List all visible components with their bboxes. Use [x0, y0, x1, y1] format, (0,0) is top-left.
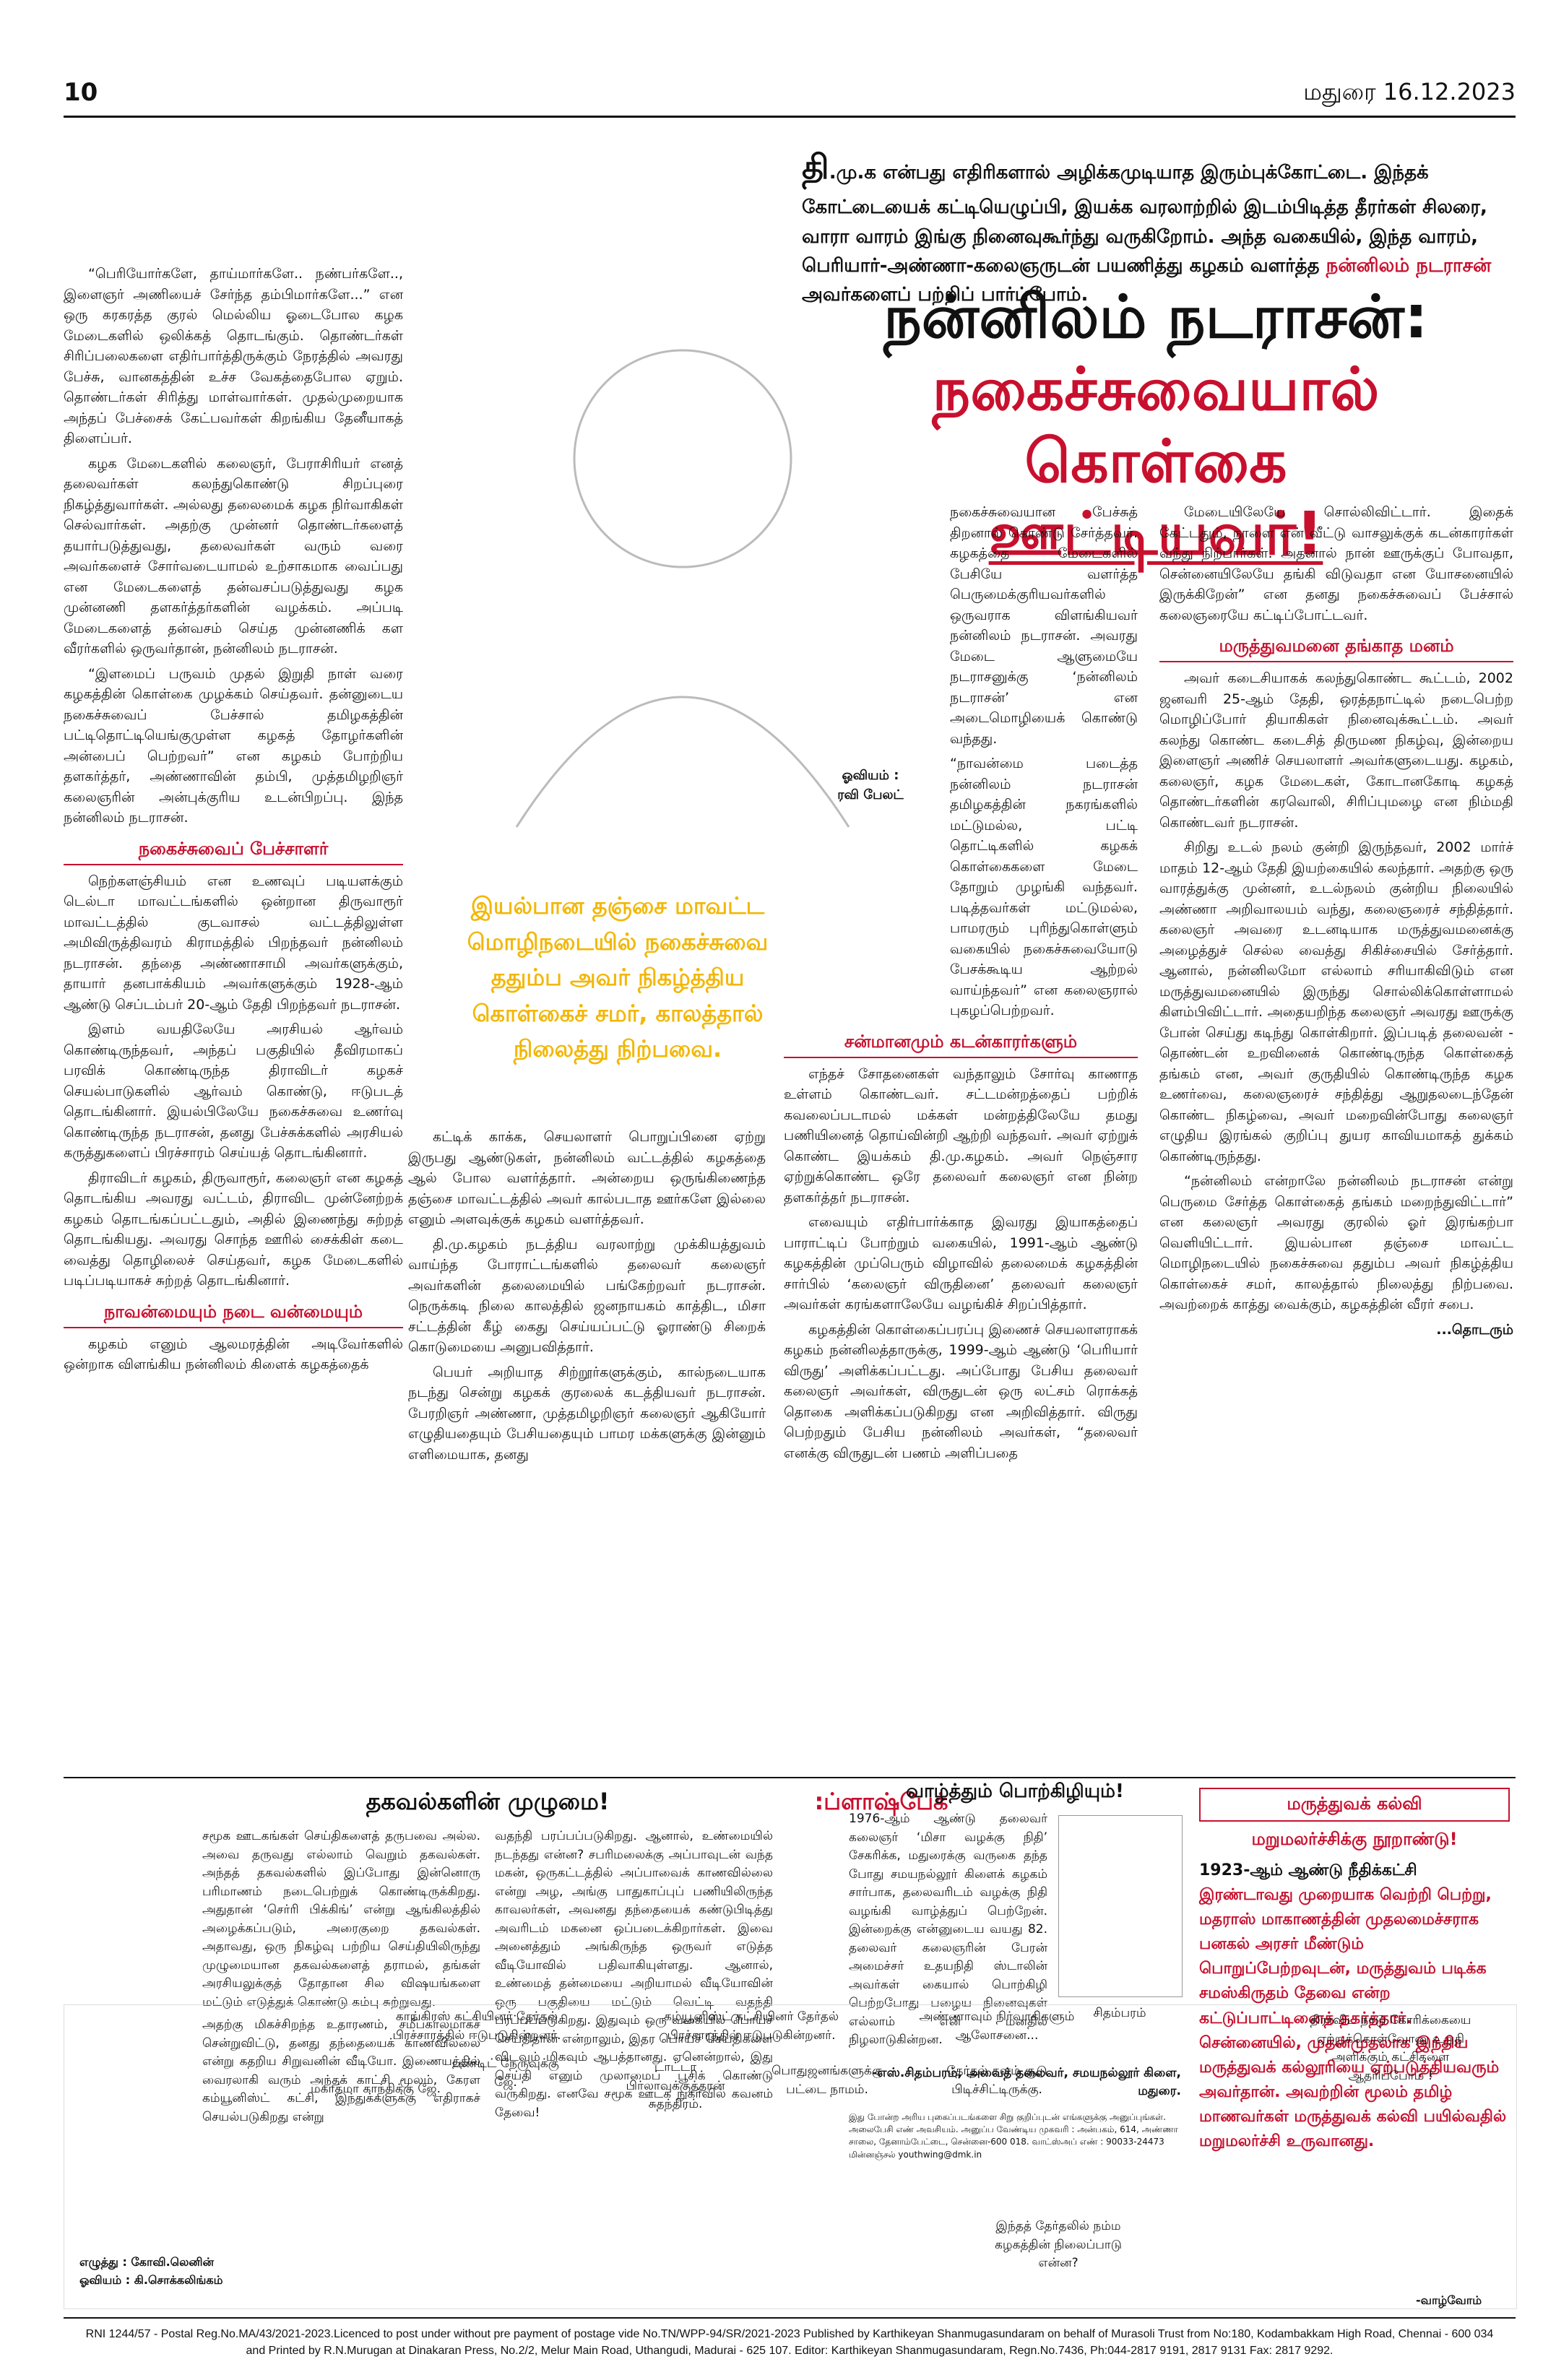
info-box: தகவல்களின் முழுமை! [202, 1788, 773, 1818]
greeting-signature: -எஸ்.சிதம்பரம், அவைத் தலைவர், சமயநல்லூர்… [872, 2065, 1181, 2099]
continued-label: ...தொடரும் [1436, 1321, 1513, 1338]
article-column-1: “பெரியோர்களே, தாய்மார்களே.. நண்பர்களே..,… [64, 264, 403, 1380]
paragraph: கழகம் எனும் ஆலமரத்தின் அடிவேர்களில் ஒன்ற… [64, 1336, 403, 1373]
medical-box: மருத்துவக் கல்வி மறுமலர்ச்சிக்கு நூறாண்ட… [1199, 1788, 1510, 2154]
medical-title: மறுமலர்ச்சிக்கு நூறாண்டு! [1251, 1829, 1458, 1849]
paragraph: நெற்களஞ்சியம் என உணவுப் படியளக்கும் டெல்… [64, 873, 403, 1013]
header-rule [64, 116, 1516, 118]
imprint-line-1: RNI 1244/57 - Postal Reg.No.MA/43/2021-2… [85, 2328, 1494, 2340]
medical-body: 1923-ஆம் ஆண்டு நீதிக்கட்சி இரண்டாவது முற… [1199, 1858, 1510, 2154]
paragraph: கழகத்தின் கொள்கைப்பரப்பு இணைச் செயலாளராக… [784, 1321, 1138, 1461]
paragraph: “பெரியோர்களே, தாய்மார்களே.. நண்பர்களே..,… [64, 266, 403, 446]
intro-text-1: .மு.க என்பது எதிரிகளால் அழிக்கமுடியாத இர… [802, 162, 1487, 277]
paragraph: “நாவன்மை படைத்த நன்னிலம் நடராசன் தமிழகத்… [950, 756, 1138, 1018]
art-credit-label: ஓவியம் : [842, 768, 899, 783]
info-title: தகவல்களின் முழுமை! [366, 1788, 610, 1815]
cartoon-writer: எழுத்து : கோவி.லெனின் [79, 2255, 215, 2269]
paragraph: அவர் கடைசியாகக் கலந்துகொண்ட கூட்டம், 200… [1159, 670, 1513, 831]
paragraph: எந்தச் சோதனைகள் வந்தாலும் சோர்வு காணாத உ… [784, 1065, 1138, 1206]
art-credit-name: ரவி பேலட் [837, 787, 904, 802]
cartoon-bubble: டாட்டா பிர்லாவுக்குத்தான் சுதந்திரம். [626, 2060, 725, 2111]
cartoon-bubble: தேர்தல் களம் சூடு பிடிச்சிட்டிருக்கு. [946, 2064, 1047, 2097]
paragraph: கட்டிக் காக்க, செயலாளர் பொறுப்பினை ஏற்று… [408, 1129, 766, 1227]
paragraph: “நன்னிலம் என்றாலே நன்னிலம் நடராசன் என்று… [1159, 1173, 1513, 1312]
subheading: நகைச்சுவைப் பேச்சாளர் [64, 839, 403, 865]
cartoon-end: -வாழ்வோம் [1416, 2293, 1482, 2307]
article-headline: நன்னிலம் நடராசன்: நகைச்சுவையால் கொள்கை ஊ… [816, 282, 1495, 571]
footer-rule [64, 2317, 1516, 2319]
headline-line-3: ஊட்டியவர்! [988, 500, 1323, 569]
paragraph: திராவிடர் கழகம், திருவாரூர், கலைஞர் என க… [64, 1169, 403, 1289]
greeting-box: வாழ்த்தும் பொற்கிழியும்! 1976-ஆம் ஆண்டு … [849, 1780, 1183, 2161]
subheading: நாவன்மையும் நடை வன்மையும் [64, 1302, 403, 1328]
greeting-note: இது போன்ற அரிய புகைப்படங்களை சிறு குறிப்… [849, 2111, 1178, 2160]
cartoon-bubble: மகாத்மா காந்திக்கு ஜே. [310, 2082, 441, 2096]
greeting-photo-caption: சிதம்பரம் [1093, 2006, 1146, 2020]
cartoon-bubble: இந்தத் தேர்தலில் நம்ம கழகத்தின் நிலைப்பா… [995, 2219, 1122, 2270]
article-intro: தி.மு.க என்பது எதிரிகளால் அழிக்கமுடியாத … [802, 142, 1510, 309]
cartoon-bubble: பொதுஜனங்களுக்கு பட்டை நாமம். [772, 2064, 883, 2097]
article-column-4: மேடையிலேயே சொல்லிவிட்டார். இதைக் கேட்டது… [1159, 502, 1513, 1340]
subheading: சன்மானமும் கடன்காரர்களும் [784, 1031, 1138, 1058]
paragraph: தி.மு.கழகம் நடத்திய வரலாற்று முக்கியத்து… [408, 1236, 766, 1356]
info-column-2: வதந்தி பரப்பப்படுகிறது. ஆனால், உண்மையில்… [495, 1827, 773, 2122]
medical-body-text: இரண்டாவது முறையாக வெற்றி பெற்று, மதராஸ் … [1199, 1886, 1507, 2151]
info-column-1: சமூக ஊடகங்கள் செய்திகளைத் தருபவை அல்ல. அ… [202, 1827, 480, 2126]
cartoon-bubble: அண்ணாவும் நிர்வாகிகளும் ஆலோசனை... [919, 2009, 1075, 2043]
greeting-title: வாழ்த்தும் பொற்கிழியும்! [906, 1780, 1124, 1802]
subheading: மருத்துவமனை தங்காத மனம் [1159, 636, 1513, 662]
medical-body-lead: 1923-ஆம் ஆண்டு நீதிக்கட்சி [1199, 1861, 1417, 1879]
paragraph: பெயர் அறியாத சிற்றூர்களுக்கும், கால்நடைய… [408, 1364, 766, 1463]
paragraph: நகைச்சுவையான பேச்சுத் திறனால் கொண்டு சேர… [950, 504, 1138, 747]
art-credit: ஓவியம் : ரவி பேலட் [813, 766, 928, 805]
cartoon-bubble: பண்டிட் நேருவுக்கு ஜே. [452, 2056, 559, 2090]
paragraph: வதந்தி பரப்பப்படுகிறது. ஆனால், உண்மையில்… [495, 1829, 773, 2120]
headline-line-1: நன்னிலம் நடராசன்: [883, 283, 1428, 352]
paragraph: மேடையிலேயே சொல்லிவிட்டார். இதைக் கேட்டது… [1159, 504, 1513, 623]
article-column-3: நகைச்சுவையான பேச்சுத் திறனால் கொண்டு சேர… [784, 502, 1138, 1468]
intro-text-2: அவர்களைப் பற்றிப் பார்ப்போம். [802, 284, 1089, 306]
article-column-2: கட்டிக் காக்க, செயலாளர் பொறுப்பினை ஏற்று… [408, 1127, 766, 1469]
section-rule [64, 1777, 1516, 1778]
paragraph: “இளமைப் பருவம் முதல் இறுதி நாள் வரை கழகத… [64, 665, 403, 826]
cartoon-bubble: திராவிட நாடு கோரிக்கையை ஏற்றுக்கொள்வோனு … [1310, 2013, 1471, 2083]
imprint-footer: RNI 1244/57 - Postal Reg.No.MA/43/2021-2… [64, 2326, 1516, 2359]
imprint-line-2: and Printed by R.N.Murugan at Dinakaran … [246, 2345, 1334, 2358]
portrait-illustration [430, 264, 935, 834]
paragraph: சிறிது உடல் நலம் குன்றி இருந்தவர், 2002 … [1159, 839, 1513, 1164]
cartoon-strip [64, 2004, 1517, 2309]
intro-dropcap: தி [802, 147, 829, 186]
paragraph: அதற்கு மிகச்சிறந்த உதாரணம், சமீபகாலமாகச்… [202, 2017, 480, 2124]
intro-highlight: நன்னிலம் நடராசன் [1326, 254, 1492, 277]
paragraph: சமூக ஊடகங்கள் செய்திகளைத் தருபவை அல்ல. அ… [202, 1829, 480, 2009]
page-number: 10 [64, 78, 98, 107]
flashback-title: :ப்ளாஷ்பேக் [814, 1788, 948, 1815]
medical-tag: மருத்துவக் கல்வி [1199, 1788, 1510, 1822]
city-date: மதுரை 16.12.2023 [1303, 78, 1516, 105]
cartoon-credits: எழுத்து : கோவி.லெனின் ஓவியம் : கி.சொக்கல… [79, 2254, 223, 2290]
greeting-text: 1976-ஆம் ஆண்டு தலைவர் கலைஞர் ‘மிசா வழக்க… [849, 1812, 1047, 2047]
headline-line-2: நகைச்சுவையால் கொள்கை [932, 355, 1380, 497]
paragraph: இளம் வயதிலேயே அரசியல் ஆர்வம் கொண்டிருந்த… [64, 1021, 403, 1161]
paragraph: கழக மேடைகளில் கலைஞர், பேராசிரியர் எனத் த… [64, 455, 403, 657]
cartoon-bubble: காங்கிரஸ் கட்சியினர் தேர்தல் பிரச்சாரத்த… [392, 2009, 561, 2043]
paragraph: எவையும் எதிர்பார்க்காத இவரது இயாகத்தைப் … [784, 1214, 1138, 1312]
cartoon-artist: ஓவியம் : கி.சொக்கலிங்கம் [79, 2272, 223, 2287]
greeting-photo [1058, 1815, 1183, 1997]
portrait-drawing [515, 349, 850, 828]
pull-quote: இயல்பான தஞ்சை மாவட்ட மொழிநடையில் நகைச்சு… [467, 892, 769, 1063]
cartoon-bubble: கம்யூனிஸ்ட் கட்சியினர் தேர்தல் பிரச்சாரத… [663, 2009, 839, 2043]
